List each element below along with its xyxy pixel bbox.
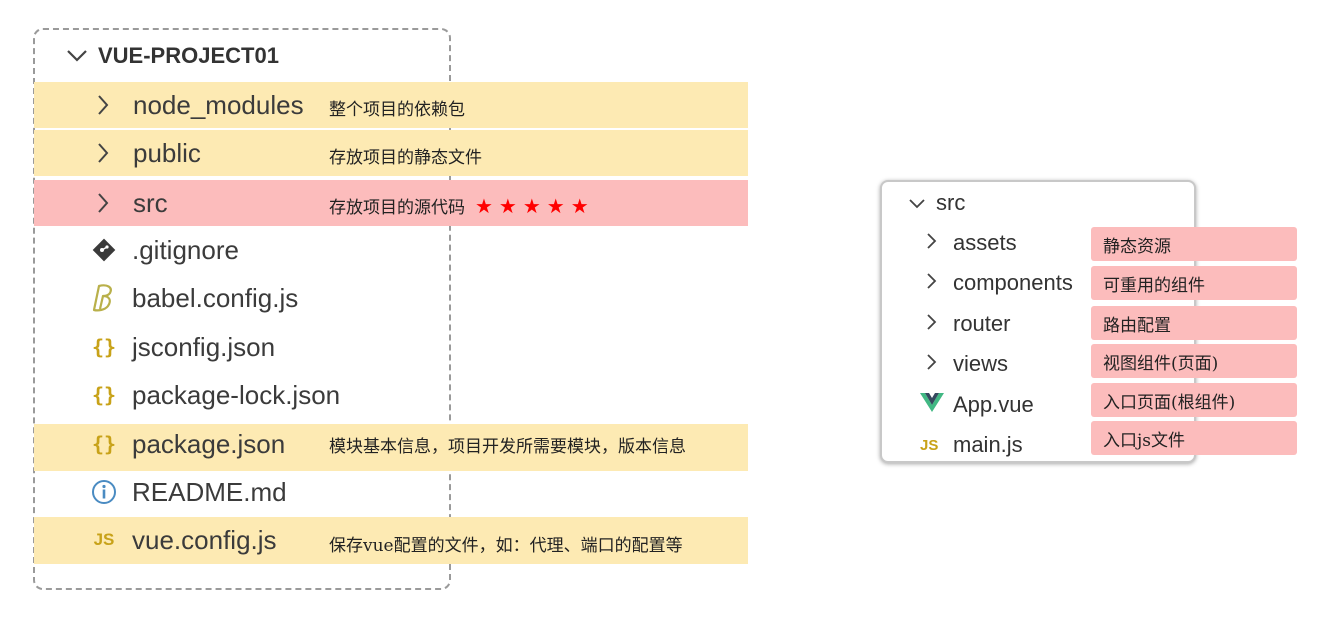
chevron-right-icon — [926, 311, 944, 337]
annotation-note: 模块基本信息，项目开发所需要模块，版本信息 — [329, 437, 686, 457]
tree-item-label: components — [953, 270, 1073, 295]
json-braces-icon: {} — [91, 335, 117, 359]
info-icon — [90, 479, 118, 505]
tree-item-package-lock[interactable]: {} package-lock.json — [90, 372, 340, 418]
tree-item-label: package-lock.json — [132, 379, 341, 410]
tree-item-label: src — [133, 187, 168, 218]
tree-item-label: main.js — [953, 432, 1023, 457]
tree-item-views[interactable]: views — [926, 347, 1008, 381]
tree-item-package-json[interactable]: {} package.json — [90, 421, 285, 467]
annotation-note: 路由配置 — [1091, 306, 1297, 340]
tree-item-label: assets — [953, 230, 1017, 255]
annotation-note: 整个项目的依赖包 — [329, 100, 465, 120]
src-root-label: src — [936, 190, 966, 215]
annotation-text: 存放项目的源代码 — [329, 198, 465, 218]
js-icon: JS — [920, 436, 939, 454]
tree-item-vue-config[interactable]: JS vue.config.js — [90, 517, 277, 563]
tree-item-jsconfig[interactable]: {} jsconfig.json — [90, 324, 275, 370]
src-root-folder[interactable]: src — [908, 186, 965, 220]
tree-item-readme[interactable]: README.md — [90, 469, 287, 515]
json-braces-icon: {} — [91, 432, 117, 456]
tree-item-router[interactable]: router — [926, 307, 1010, 341]
annotation-note: 入口页面(根组件) — [1091, 383, 1297, 417]
annotation-note: 可重用的组件 — [1091, 266, 1297, 300]
annotation-note: 静态资源 — [1091, 227, 1297, 261]
tree-item-label: README.md — [132, 476, 287, 507]
chevron-down-icon — [66, 49, 88, 63]
annotation-note: 存放项目的静态文件 — [329, 148, 482, 168]
annotation-note: 保存vue配置的文件，如：代理、端口的配置等 — [329, 536, 683, 556]
annotation-note: 存放项目的源代码 ★★★★★ — [329, 193, 595, 218]
explorer-root-folder[interactable]: VUE-PROJECT01 — [66, 40, 279, 72]
tree-item-label: jsconfig.json — [132, 331, 276, 362]
tree-item-app-vue[interactable]: App.vue — [920, 388, 1034, 422]
tree-item-label: App.vue — [953, 392, 1034, 417]
tree-item-src[interactable]: src — [96, 180, 168, 226]
explorer-root-label: VUE-PROJECT01 — [98, 43, 279, 68]
annotation-note: 入口js文件 — [1091, 421, 1297, 455]
tree-item-label: router — [953, 311, 1011, 336]
chevron-right-icon — [926, 351, 944, 377]
highlight-band — [34, 130, 748, 176]
tree-item-gitignore[interactable]: .gitignore — [90, 227, 239, 273]
tree-item-label: vue.config.js — [132, 524, 277, 555]
chevron-right-icon — [926, 230, 944, 256]
tree-item-label: babel.config.js — [132, 282, 299, 313]
git-icon — [90, 238, 118, 262]
tree-item-public[interactable]: public — [96, 130, 201, 176]
tree-item-label: .gitignore — [132, 234, 239, 265]
highlight-band — [34, 517, 748, 564]
babel-icon — [90, 283, 118, 313]
tree-item-label: package.json — [132, 428, 286, 459]
json-braces-icon: {} — [91, 383, 117, 407]
importance-stars: ★★★★★ — [475, 194, 595, 218]
tree-item-label: views — [953, 351, 1009, 376]
chevron-right-icon — [926, 270, 944, 296]
tree-item-node-modules[interactable]: node_modules — [96, 82, 304, 128]
chevron-down-icon — [908, 190, 926, 216]
tree-item-babel-config[interactable]: babel.config.js — [90, 275, 298, 321]
tree-item-assets[interactable]: assets — [926, 226, 1017, 260]
chevron-right-icon — [96, 94, 124, 116]
tree-item-label: public — [133, 137, 201, 168]
highlight-band — [34, 180, 748, 226]
highlight-band — [34, 424, 748, 471]
tree-item-components[interactable]: components — [926, 266, 1073, 300]
annotation-note: 视图组件(页面) — [1091, 344, 1297, 378]
js-icon: JS — [93, 530, 115, 549]
tree-item-main-js[interactable]: JS main.js — [920, 428, 1023, 462]
highlight-band — [34, 82, 748, 128]
chevron-right-icon — [96, 142, 124, 164]
chevron-right-icon — [96, 192, 124, 214]
vue-icon — [920, 392, 944, 418]
tree-item-label: node_modules — [133, 89, 304, 120]
